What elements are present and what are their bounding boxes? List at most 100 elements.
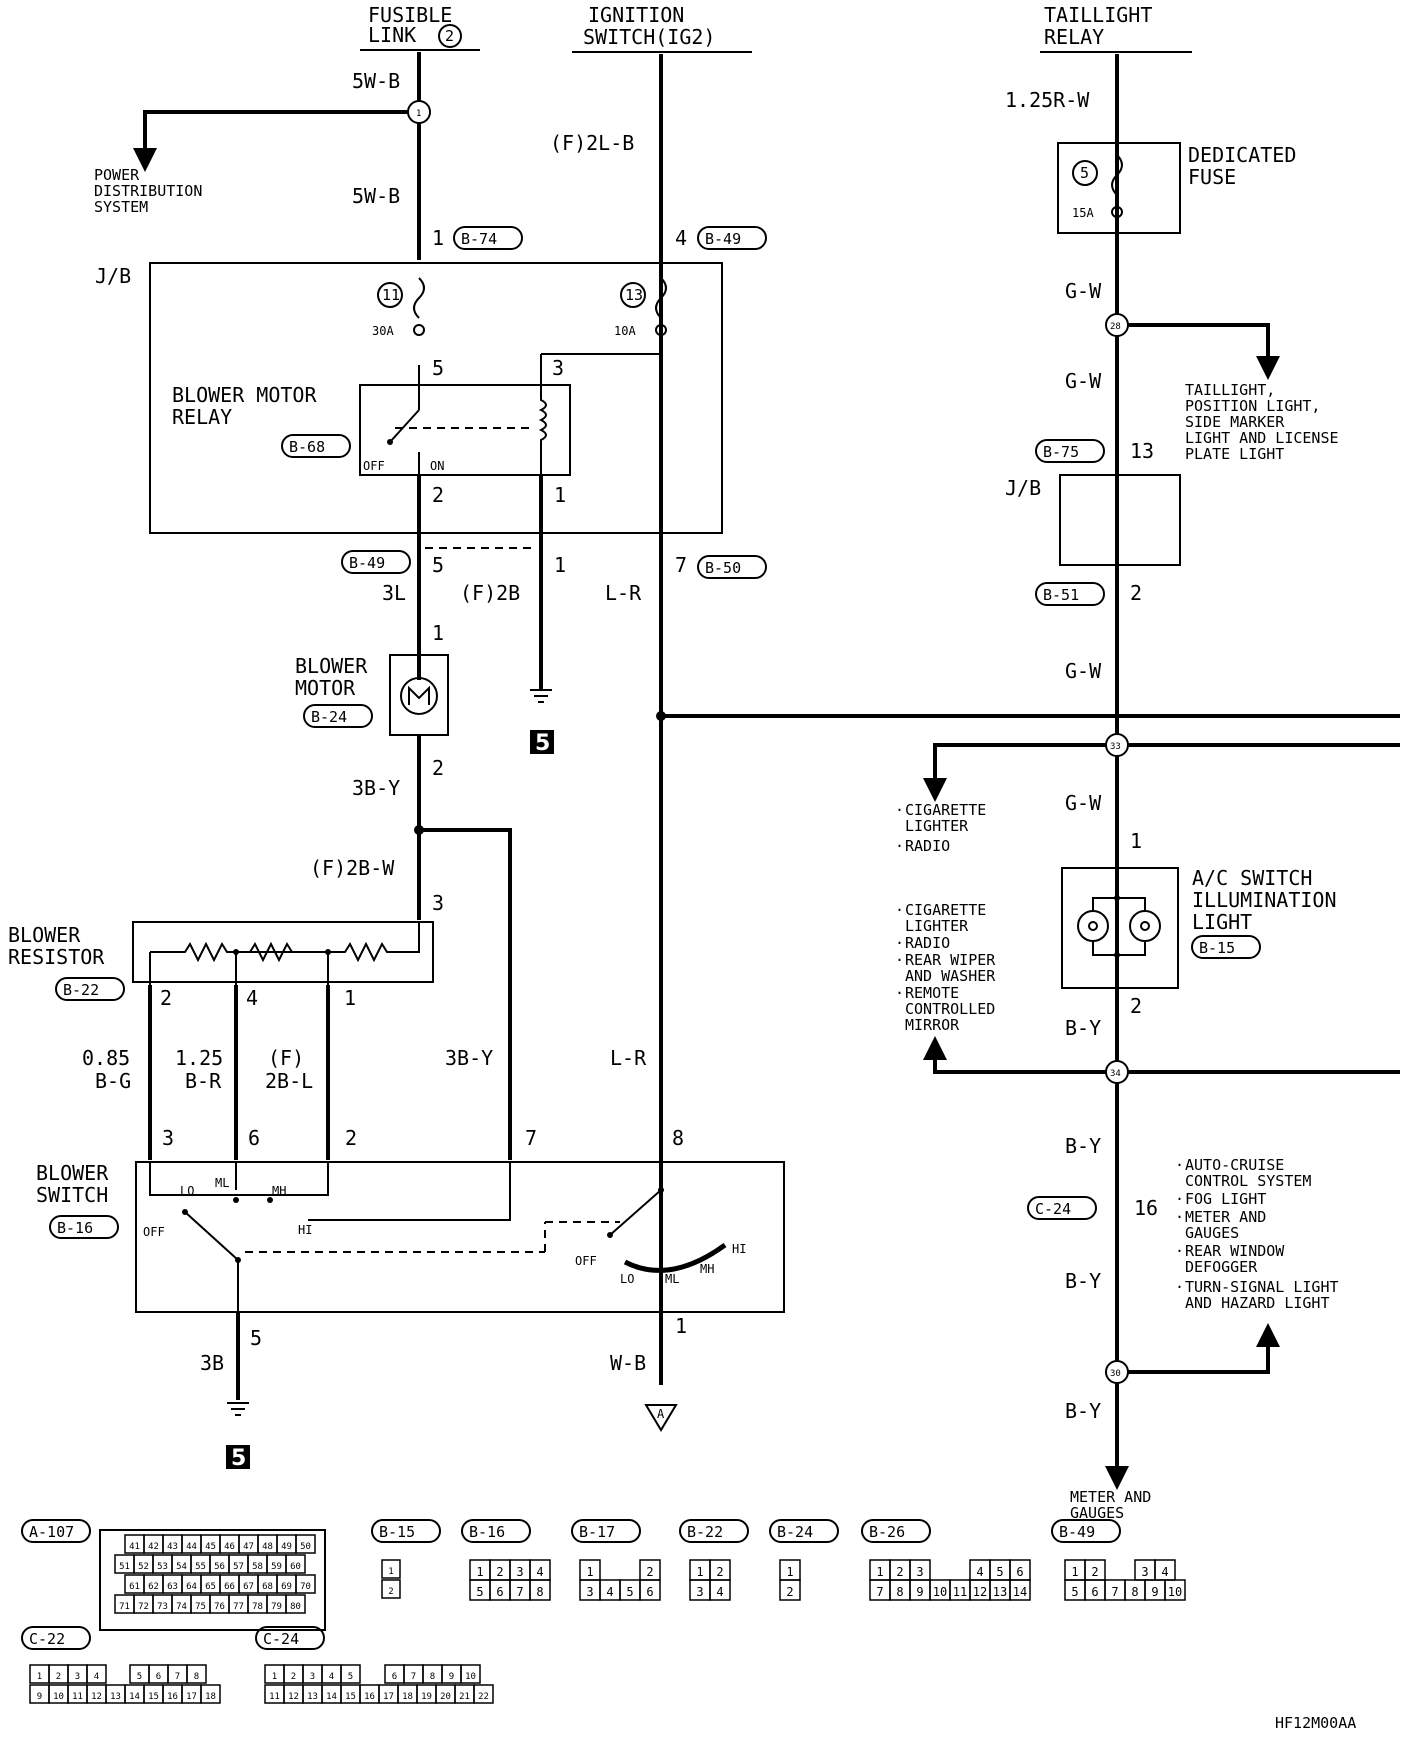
relay-coil [538,380,547,475]
resistor-element-2 [249,941,293,963]
junction-block-left [149,262,723,534]
connector-pin-number: 6 [496,1585,503,1599]
connector-tag-outline [1035,439,1105,463]
note-line: TURN-SIGNAL LIGHT [1185,1278,1339,1296]
dedicated-fuse-label-line2: FUSE [1188,165,1236,189]
connector-pin-number: 10 [1168,1585,1182,1599]
wire-label: B-R [185,1069,222,1093]
fuse-terminal [655,324,667,336]
connector-pin-cell [86,1664,107,1684]
junction-label: 34 [1110,1069,1121,1079]
wire-label: 1.25 [175,1046,223,1070]
connector-pin-number: 77 [233,1602,244,1612]
connector-pin-number: 1 [1071,1565,1078,1579]
fusible-link-number: 2 [445,27,454,45]
connector-pin-number: 46 [224,1542,235,1552]
connector-pin-number: 54 [176,1562,187,1572]
connector-pin-number: 57 [233,1562,244,1572]
pin-label: 4 [675,226,687,250]
resistor-element-1 [150,941,330,963]
connector-pin-cell [381,1559,401,1579]
connector-pin-grid: 12 [779,1559,801,1601]
connector-tag-b16: B-16 [49,1215,119,1239]
connector-view-b15: B-15 12 [371,1519,441,1599]
connector-pin-number: 50 [300,1542,311,1552]
note-bullet: · [895,801,904,819]
pin-label: 8 [672,1126,684,1150]
connector-view-tag [679,1519,749,1543]
junction-block-label: J/B [1005,476,1041,500]
connector-pin-number: 41 [129,1542,140,1552]
switch-pos-hi: HI [298,1223,312,1237]
note-line: POSITION LIGHT, [1185,397,1320,415]
connector-view-tag [571,1519,641,1543]
ac-lamp-icon-right [1129,910,1161,942]
connector-view-label: B-49 [1059,1523,1095,1541]
ground-symbol-top: 5 [530,689,554,756]
ground-reference-number: 5 [231,1446,246,1471]
note-line: DEFOGGER [1185,1258,1258,1276]
connector-pin-number: 4 [976,1565,983,1579]
connector-pin-number: 67 [243,1582,254,1592]
junction-label: 30 [1110,1369,1121,1379]
connector-pin-cell [709,1579,731,1601]
connector-pin-number: 8 [896,1585,903,1599]
switch2-arm [609,1189,662,1236]
note-line: LIGHT AND LICENSE [1185,429,1339,447]
connector-pin-number: 8 [194,1672,199,1682]
relay-label-line1: BLOWER MOTOR [172,383,317,407]
connector-tag-label: B-22 [63,981,99,999]
connector-pin-number: 1 [37,1672,42,1682]
wire-label: 1.25R-W [1005,88,1090,112]
connector-pin-number: 3 [586,1585,593,1599]
fuse-number: 13 [625,286,643,304]
pin-label: 1 [554,483,566,507]
connector-pin-number: 65 [205,1582,216,1592]
ac-label-line3: LIGHT [1192,910,1252,934]
connector-pin-number: 1 [876,1565,883,1579]
switch2-pos-hi: HI [732,1242,746,1256]
connector-pin-cell [295,1574,316,1594]
connector-pin-number: 73 [157,1602,168,1612]
header-ignition-switch: IGNITION SWITCH(IG2) [572,3,752,53]
connector-view-label: B-15 [379,1523,415,1541]
note-bullet: · [895,984,904,1002]
note-bullet: · [895,934,904,952]
fuse-number-circle [620,282,646,308]
ground-arrow-triangle [644,1404,678,1432]
switch2-pos-off: OFF [575,1254,597,1268]
note-line: RADIO [905,934,950,952]
connector-pin-number: 4 [1161,1565,1168,1579]
connector-tag-label: B-74 [461,230,497,248]
connector-tag-label: B-24 [311,708,347,726]
fuse-13: 13 10A [614,277,667,338]
switch2-pos-ml: ML [665,1272,679,1286]
note-line: PLATE LIGHT [1185,445,1284,463]
note-bullet: · [1175,1156,1184,1174]
connector-pin-number: 7 [516,1585,523,1599]
connector-pin-number: 58 [252,1562,263,1572]
connector-pin-number: 78 [252,1602,263,1612]
connector-pin-number: 6 [156,1672,161,1682]
connector-pin-number: 75 [195,1602,206,1612]
connector-pin-number: 13 [993,1585,1007,1599]
note-taillight: TAILLIGHT, POSITION LIGHT, SIDE MARKER L… [1185,381,1339,463]
connector-tag-label: B-15 [1199,939,1235,957]
connector-pin-number: 59 [271,1562,282,1572]
wire-30-up [1128,1323,1280,1374]
connector-tag-outline [697,226,767,250]
connector-pin-number: 80 [290,1602,301,1612]
wire-label: G-W [1065,659,1102,683]
connector-pin-number: 18 [205,1692,216,1702]
fuse-rating: 10A [614,324,636,338]
connector-pin-cell [285,1594,306,1614]
note-line: LIGHTER [905,917,969,935]
connector-pin-number: 61 [129,1582,140,1592]
note-bullet: · [895,951,904,969]
connector-view-label: C-24 [263,1630,299,1648]
pin-label: 3 [432,891,444,915]
connector-pin-number: 13 [110,1692,121,1702]
